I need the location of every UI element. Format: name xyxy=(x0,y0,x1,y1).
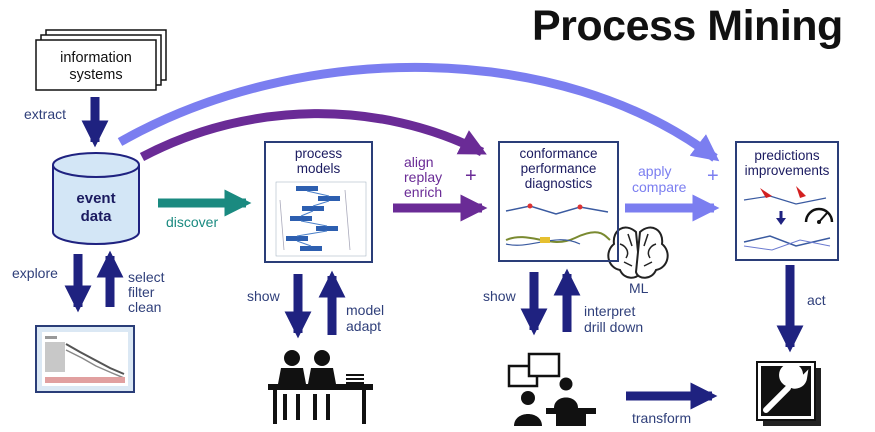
event-data-cylinder xyxy=(52,152,140,245)
wrench-tool-icon xyxy=(756,361,821,426)
information-systems-line2: systems xyxy=(69,67,123,83)
process-model-thumbnail xyxy=(275,181,367,257)
conformance-title: conformance performance diagnostics xyxy=(500,146,617,191)
replay-label: replay xyxy=(404,169,443,185)
conformance-thumbnail xyxy=(502,200,614,252)
process-models-line1: process xyxy=(294,146,343,161)
information-systems-label: information systems xyxy=(38,50,154,84)
act-label: act xyxy=(807,292,826,308)
page-title: Process Mining xyxy=(532,2,843,50)
clean-label: clean xyxy=(128,299,162,315)
predictions-panel xyxy=(735,141,839,261)
adapt-label: adapt xyxy=(346,318,382,334)
people-at-desk-icon xyxy=(268,350,373,424)
model-label: model xyxy=(346,302,385,318)
conformance-panel xyxy=(498,141,619,262)
conformance-line1: conformance xyxy=(519,146,598,161)
curve-arrow-to-predictions xyxy=(117,63,720,162)
information-systems-stack xyxy=(35,29,167,91)
process-models-title: process models xyxy=(266,146,371,176)
transform-label: transform xyxy=(632,410,692,426)
event-data-line1: event xyxy=(76,190,116,207)
event-data-line2: data xyxy=(80,208,112,225)
model-adapt-label: model adapt xyxy=(346,302,384,334)
curve-arrow-to-conformance xyxy=(139,109,487,161)
ml-label: ML xyxy=(629,280,649,296)
predictions-line1: predictions xyxy=(754,148,820,163)
plus-sign-lavender: + xyxy=(707,165,719,187)
predictions-thumbnail xyxy=(740,186,834,254)
interpret-drill-label: interpret drill down xyxy=(584,303,643,335)
process-models-line2: models xyxy=(296,161,341,176)
align-label: align xyxy=(404,154,434,170)
compare-label: compare xyxy=(632,179,687,195)
show-models-label: show xyxy=(247,288,280,304)
show-diagnostics-label: show xyxy=(483,288,516,304)
align-replay-enrich-label: align replay enrich xyxy=(404,155,442,200)
explore-label: explore xyxy=(12,265,58,281)
filter-label: filter xyxy=(128,284,155,300)
gauge-icon xyxy=(804,207,834,224)
information-systems-line1: information xyxy=(60,50,132,66)
process-models-panel xyxy=(264,141,373,263)
extract-label: extract xyxy=(24,106,67,122)
brain-icon xyxy=(607,226,669,279)
apply-compare-label: apply compare xyxy=(632,163,686,195)
conformance-line3: diagnostics xyxy=(524,176,593,191)
predictions-line2: improvements xyxy=(744,163,830,178)
drill-down-label: drill down xyxy=(584,319,644,335)
predictions-title: predictions improvements xyxy=(737,148,837,178)
presentation-meeting-icon xyxy=(507,352,596,426)
plus-sign-purple: + xyxy=(465,165,477,187)
select-label: select xyxy=(128,269,165,285)
explore-screenshot xyxy=(35,325,135,393)
apply-label: apply xyxy=(638,163,672,179)
conformance-line2: performance xyxy=(520,161,597,176)
select-filter-clean-label: select filter clean xyxy=(128,270,165,315)
event-data-label: event data xyxy=(53,190,139,226)
interpret-label: interpret xyxy=(584,303,636,319)
discover-label: discover xyxy=(166,214,219,230)
enrich-label: enrich xyxy=(404,184,443,200)
